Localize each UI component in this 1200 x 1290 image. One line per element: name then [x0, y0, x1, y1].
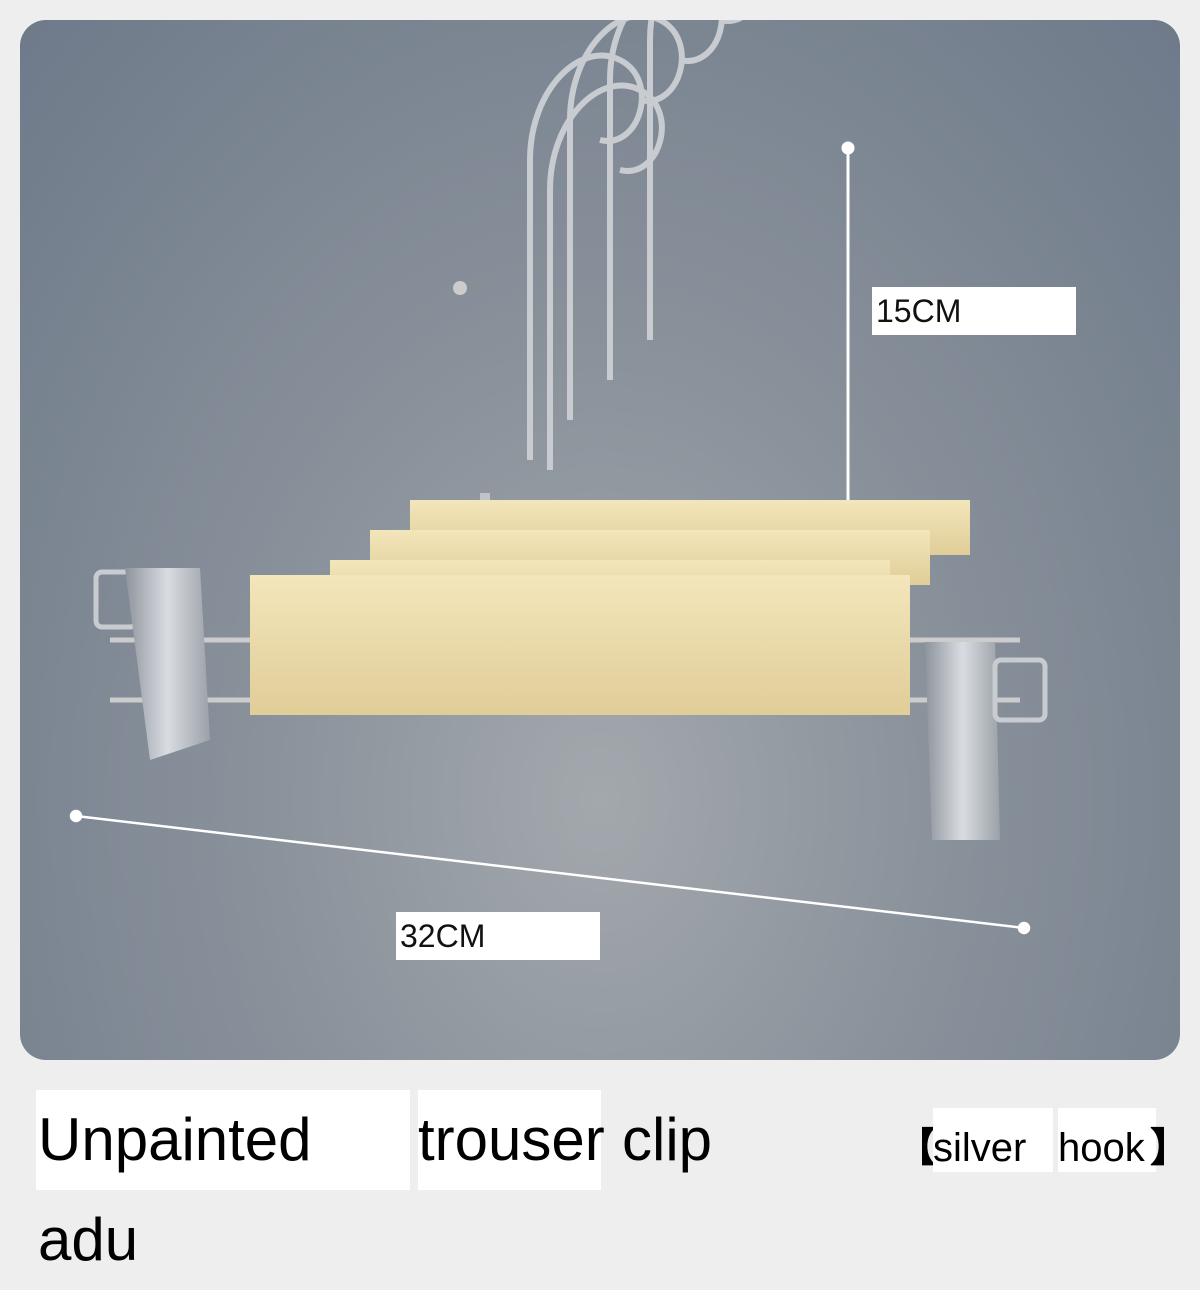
width-label: 32CM: [396, 912, 600, 960]
caption-part-1: Unpainted adu: [36, 1090, 410, 1273]
caption-part-2: trouser: [418, 1090, 605, 1190]
hanger-stack: [93, 20, 1048, 840]
height-label: 15CM: [872, 287, 1076, 335]
hanger-illustration: [69, 20, 1048, 935]
height-dimension-line: [841, 141, 855, 519]
tag-part-2: hook: [1058, 1108, 1156, 1172]
tag-open-bracket: 【: [896, 1126, 936, 1170]
width-dimension-line: [69, 809, 1031, 935]
tag-part-1: silver: [933, 1108, 1053, 1172]
tag-close-bracket: 】: [1150, 1126, 1190, 1170]
caption-part-3: clip: [622, 1106, 713, 1173]
product-photo: [20, 20, 1180, 1060]
